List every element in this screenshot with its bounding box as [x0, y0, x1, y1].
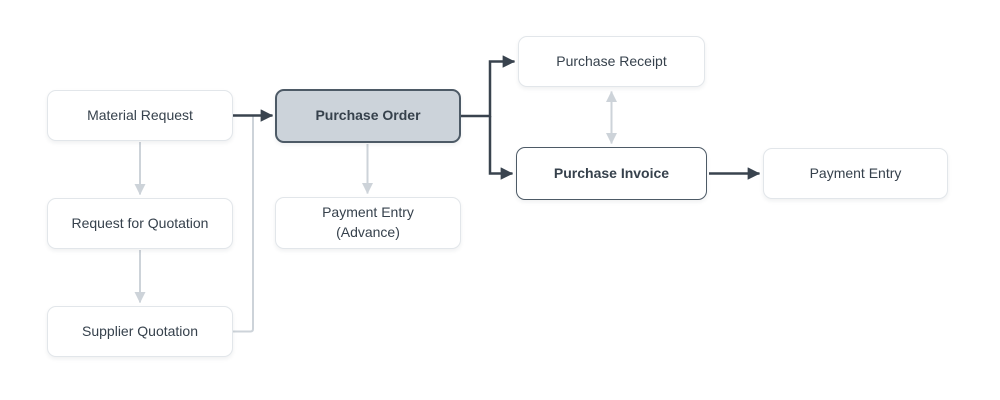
- edge-purchase-order-to-purchase-invoice: [488, 116, 514, 180]
- node-label: Supplier Quotation: [82, 322, 198, 339]
- node-label: Purchase Order: [315, 107, 421, 124]
- node-label: Purchase Invoice: [553, 164, 670, 181]
- node-payment-entry-advance: Payment Entry (Advance): [275, 197, 461, 249]
- node-purchase-receipt: Purchase Receipt: [518, 36, 705, 87]
- node-label: Material Request: [87, 106, 193, 123]
- node-label: Request for Quotation: [71, 214, 209, 231]
- node-label: Payment Entry (Advance): [322, 204, 414, 240]
- node-supplier-quotation: Supplier Quotation: [47, 306, 233, 357]
- edge-purchase-order-to-purchase-receipt: [460, 55, 516, 118]
- node-material-request: Material Request: [47, 90, 233, 141]
- node-purchase-order: Purchase Order: [275, 89, 461, 143]
- node-request-for-quotation: Request for Quotation: [47, 198, 233, 249]
- node-label: Purchase Receipt: [556, 52, 667, 69]
- node-payment-entry: Payment Entry: [763, 148, 948, 199]
- edge-supplier-quotation-to-purchase-order: [233, 116, 254, 333]
- node-label: Payment Entry: [809, 164, 902, 181]
- node-purchase-invoice: Purchase Invoice: [516, 147, 707, 200]
